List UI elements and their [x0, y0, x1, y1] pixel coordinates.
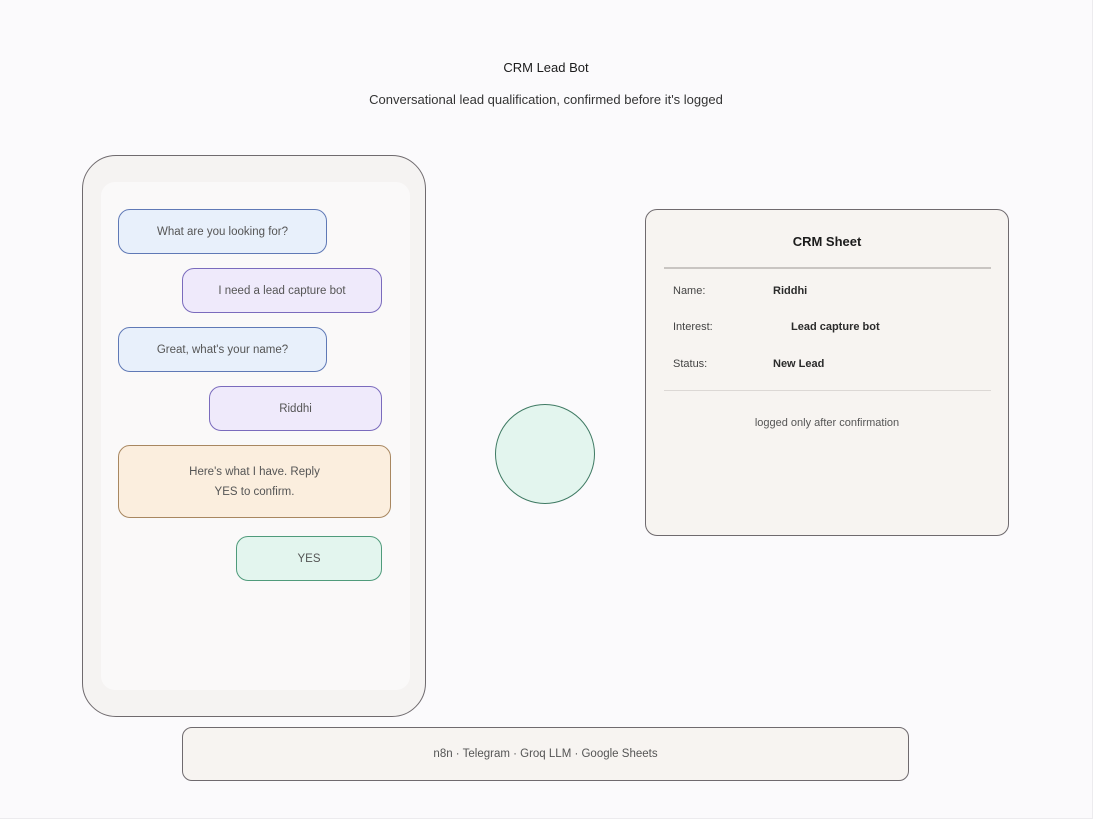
chat-bubble-user: Riddhi [209, 386, 382, 431]
page-title: CRM Lead Bot [503, 60, 589, 75]
header-divider [664, 267, 991, 269]
chat-screen [101, 182, 410, 690]
field-label-status: Status: [673, 358, 708, 370]
field-value-interest: Lead capture bot [791, 321, 880, 333]
chat-bubble-bot: What are you looking for? [118, 209, 327, 254]
field-value-name: Riddhi [773, 285, 808, 297]
footer-divider [664, 390, 991, 391]
crm-sheet-title: CRM Sheet [792, 234, 862, 249]
chat-bubble-bot: Great, what's your name? [118, 327, 327, 372]
field-value-status: New Lead [773, 358, 825, 370]
field-label-interest: Interest: [673, 321, 713, 333]
chat-bubble-confirmation: Here's what I have. Reply YES to confirm… [118, 445, 391, 518]
page-subtitle: Conversational lead qualification, confi… [369, 92, 723, 107]
crm-sheet-card: CRM Sheet Name: Riddhi Interest: Lead ca… [645, 209, 1009, 536]
connector-node [495, 404, 595, 504]
tech-stack-bar: n8n · Telegram · Groq LLM · Google Sheet… [182, 727, 909, 781]
logging-note: logged only after confirmation [754, 417, 900, 429]
chat-bubble-user: I need a lead capture bot [182, 268, 382, 313]
chat-bubble-yes: YES [236, 536, 382, 581]
confirmation-text: Here's what I have. Reply YES to confirm… [189, 465, 320, 498]
field-label-name: Name: [673, 285, 706, 297]
